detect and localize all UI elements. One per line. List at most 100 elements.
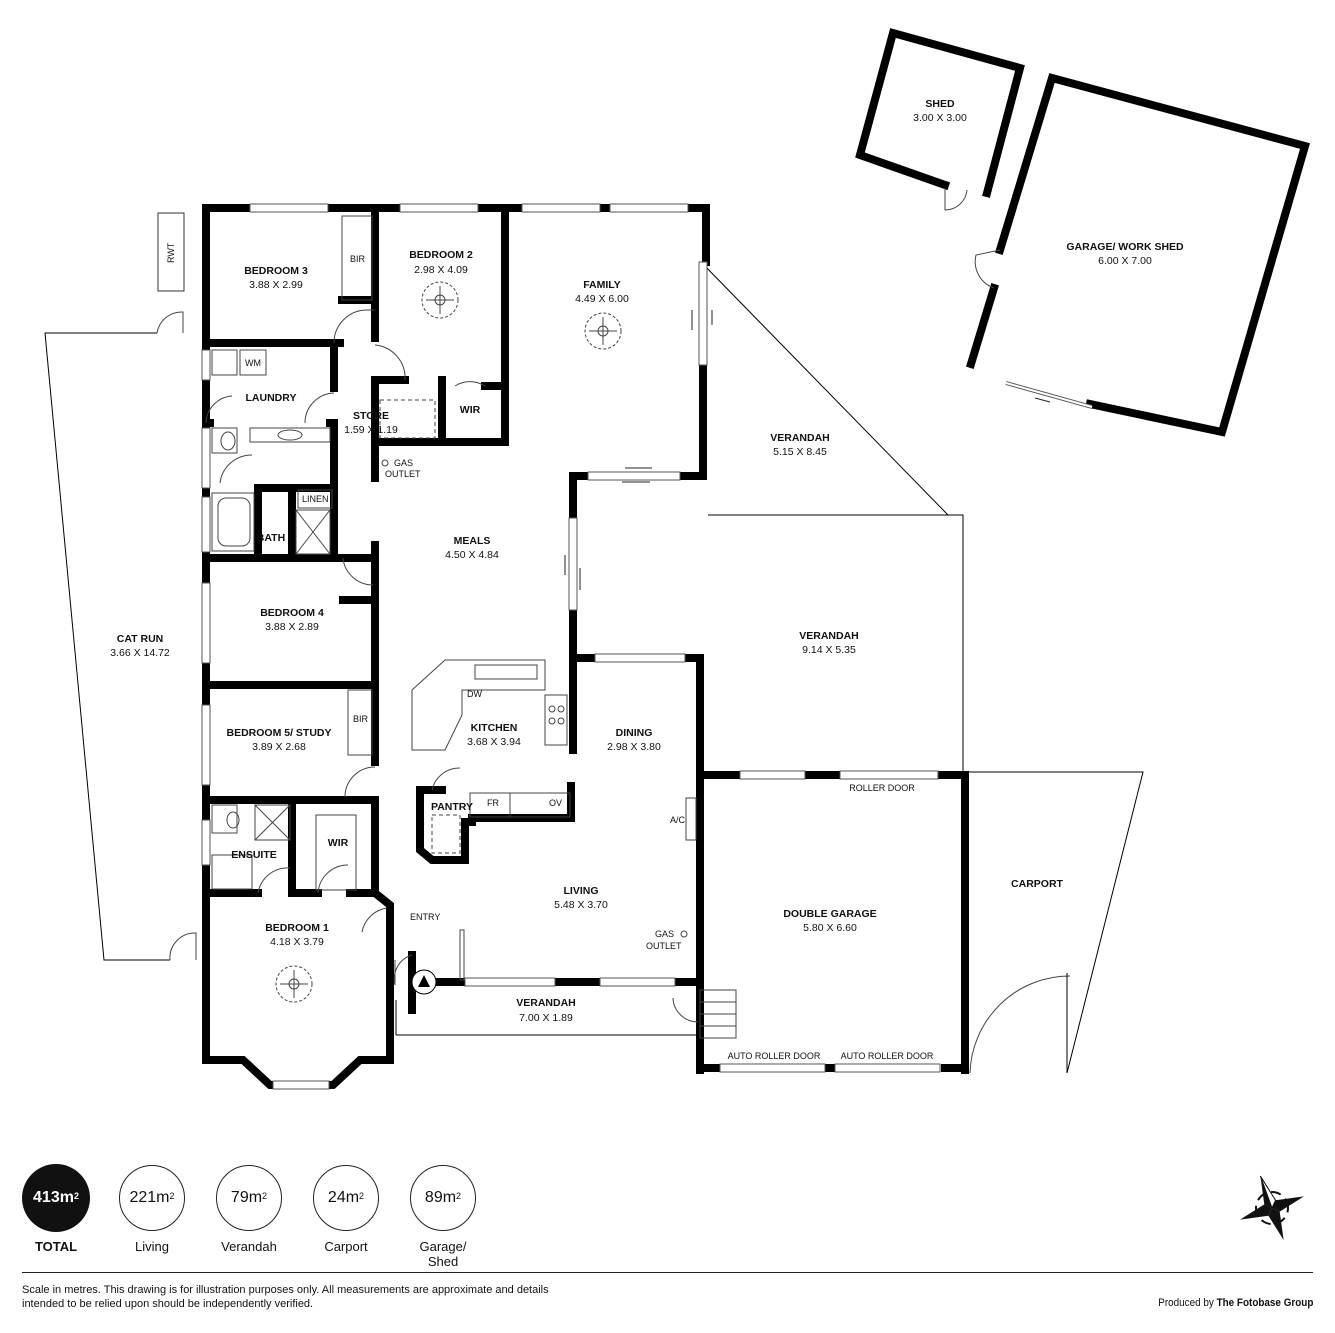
shed-dims: 3.00 X 3.00 [913, 112, 967, 124]
gas-outlet-icon [381, 459, 389, 467]
wm-label: WM [245, 358, 261, 368]
rwt-tank [157, 212, 185, 292]
bedroom2-dims: 2.98 X 4.09 [414, 264, 468, 276]
ceiling-fan-icons [275, 281, 688, 1003]
fixtures [211, 215, 737, 1039]
dw-label: DW [467, 689, 482, 699]
sliding-door-arrows [564, 310, 713, 590]
produced-by-label: Produced by [1157, 1297, 1214, 1309]
bedroom5-name: BEDROOM 5/ STUDY [226, 727, 331, 739]
bir-mid-label: BIR [353, 714, 369, 724]
verandah-upper-dims: 5.15 X 8.45 [773, 446, 827, 458]
area-value: 221m [129, 1189, 170, 1206]
ensuite-name: ENSUITE [231, 849, 277, 861]
bedroom4-dims: 3.88 X 2.89 [265, 621, 319, 633]
bedroom4-name: BEDROOM 4 [260, 607, 324, 619]
roller-door-label: ROLLER DOOR [849, 783, 915, 793]
meals-name: MEALS [454, 535, 491, 547]
bedroom1-dims: 4.18 X 3.79 [270, 936, 324, 948]
carport-name: CARPORT [1011, 878, 1064, 890]
area-label-carport: Carport [324, 1239, 368, 1254]
fr-label: FR [487, 798, 499, 808]
area-unit-sup: 2 [456, 1191, 462, 1201]
compass-icon [1240, 1175, 1304, 1240]
living-name: LIVING [563, 885, 598, 897]
footer-divider [22, 1272, 1313, 1273]
produced-by: Produced by The Fotobase Group [1158, 1297, 1313, 1309]
wir-bottom-name: WIR [328, 837, 349, 849]
area-value: 413m [33, 1189, 74, 1206]
cat-run-outline [44, 311, 197, 961]
store-name: STORE [353, 410, 389, 422]
area-value: 79m [230, 1189, 263, 1206]
windows [201, 203, 941, 1090]
disclaimer-text: Scale in metres. This drawing is for ill… [22, 1284, 549, 1310]
bedroom3-name: BEDROOM 3 [244, 265, 308, 277]
dining-dims: 2.98 X 3.80 [607, 741, 661, 753]
shed-outline [855, 28, 1025, 211]
outlet-label-2: OUTLET [646, 941, 682, 951]
verandah-mid-name: VERANDAH [799, 630, 859, 642]
cat-run-name: CAT RUN [117, 633, 163, 645]
laundry-name: LAUNDRY [246, 392, 297, 404]
pantry-name: PANTRY [431, 801, 473, 813]
wir-top-name: WIR [460, 404, 481, 416]
gas-label: GAS [394, 458, 413, 468]
area-value: 24m [327, 1189, 360, 1206]
area-unit-sup: 2 [262, 1191, 268, 1201]
verandah-front-dims: 7.00 X 1.89 [519, 1012, 573, 1024]
verandah-front-name: VERANDAH [516, 997, 576, 1009]
garage-work-shed-outline [966, 73, 1310, 437]
ceiling-fan-icon [275, 965, 313, 1003]
kitchen-dims: 3.68 X 3.94 [467, 736, 521, 748]
floor-plan: SHED 3.00 X 3.00 GARAGE/ WORK SHED 6.00 … [44, 28, 1310, 1090]
ac-label: A/C [670, 815, 686, 825]
garage-work-shed-name: GARAGE/ WORK SHED [1066, 241, 1184, 253]
double-garage-name: DOUBLE GARAGE [783, 908, 876, 920]
family-dims: 4.49 X 6.00 [575, 293, 629, 305]
rwt-label: RWT [166, 242, 176, 263]
living-dims: 5.48 X 3.70 [554, 899, 608, 911]
ceiling-fan-icon [421, 281, 459, 319]
outlet-label: OUTLET [385, 469, 421, 479]
area-label-verandah: Verandah [221, 1239, 277, 1254]
bedroom5-dims: 3.89 X 2.68 [252, 741, 306, 753]
gas-label-2: GAS [655, 929, 674, 939]
area-unit-sup: 2 [359, 1191, 365, 1201]
area-label-living: Living [135, 1239, 169, 1254]
family-name: FAMILY [583, 279, 621, 291]
verandah-mid-dims: 9.14 X 5.35 [802, 644, 856, 656]
meals-dims: 4.50 X 4.84 [445, 549, 499, 561]
area-unit-sup: 2 [73, 1191, 79, 1201]
area-unit-sup: 2 [169, 1191, 175, 1201]
gas-outlet-icon [680, 930, 688, 938]
double-garage-dims: 5.80 X 6.60 [803, 922, 857, 934]
area-label-garage-shed: Garage/ Shed [419, 1239, 467, 1269]
bedroom2-name: BEDROOM 2 [409, 249, 473, 261]
verandah-upper-name: VERANDAH [770, 432, 830, 444]
entry-label: ENTRY [410, 912, 440, 922]
dining-name: DINING [616, 727, 653, 739]
verandah-outlines [395, 261, 1144, 1074]
linen-label: LINEN [302, 494, 329, 504]
area-label-total: TOTAL [34, 1239, 78, 1254]
store-dims: 1.59 X 1.19 [344, 424, 398, 436]
kitchen-name: KITCHEN [471, 722, 518, 734]
auto-roller-door-right-label: AUTO ROLLER DOOR [841, 1051, 934, 1061]
entry-arrow-icon [411, 969, 437, 995]
area-value: 89m [424, 1189, 457, 1206]
cat-run-dims: 3.66 X 14.72 [110, 647, 170, 659]
bedroom1-name: BEDROOM 1 [265, 922, 329, 934]
garage-work-shed-dims: 6.00 X 7.00 [1098, 255, 1152, 267]
shed-name: SHED [925, 98, 955, 110]
bath-name: BATH [257, 532, 285, 544]
bir-top-label: BIR [350, 254, 366, 264]
bedroom3-dims: 3.88 X 2.99 [249, 279, 303, 291]
ceiling-fan-icon [584, 312, 622, 350]
ov-label: OV [549, 798, 562, 808]
